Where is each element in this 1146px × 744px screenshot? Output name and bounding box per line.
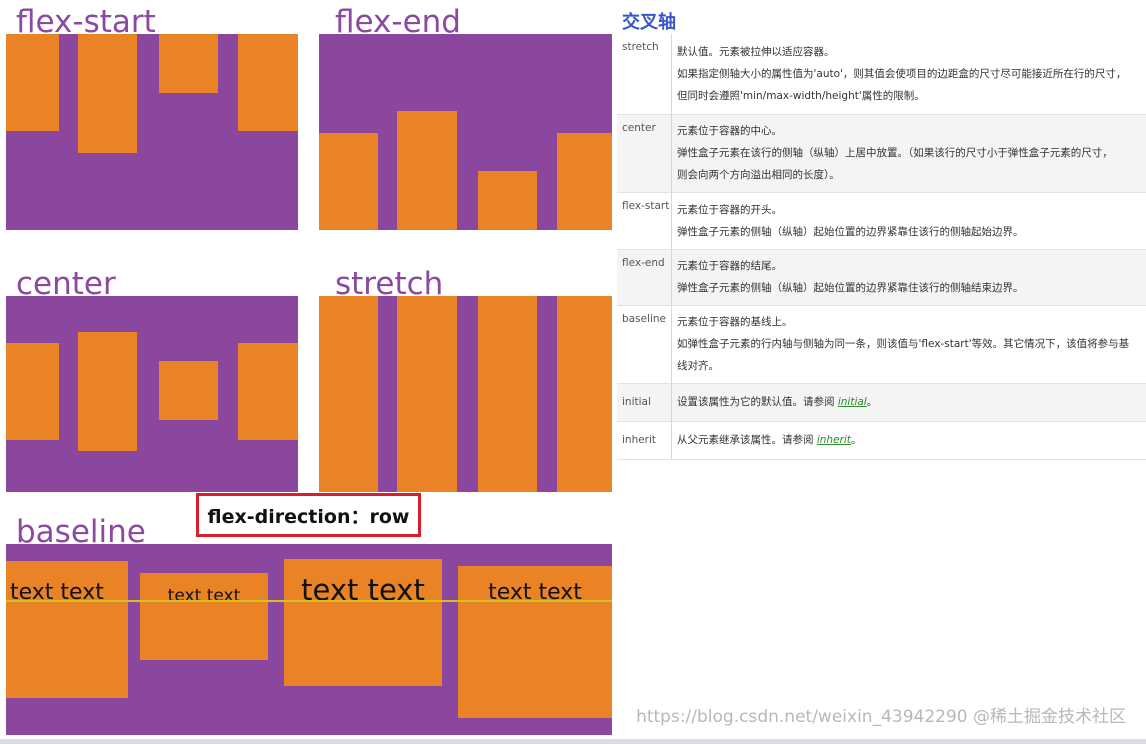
flex-item xyxy=(78,34,137,153)
baseline-label: baseline xyxy=(16,514,146,550)
value-cell: inherit xyxy=(617,421,672,459)
description-line: 弹性盒子元素的侧轴（纵轴）起始位置的边界紧靠住该行的侧轴起始边界。 xyxy=(677,225,1024,238)
flex-item xyxy=(557,133,612,230)
flex-item xyxy=(6,34,59,131)
table-row: inherit 从父元素继承该属性。请参阅 inherit。 xyxy=(617,421,1146,459)
description-line: 弹性盒子元素在该行的侧轴（纵轴）上居中放置。（如果该行的尺寸小于弹性盒子元素的尺… xyxy=(677,147,1113,159)
table-row: baseline 元素位于容器的基线上。 如弹性盒子元素的行内轴与侧轴为同一条，… xyxy=(617,305,1146,383)
description-cell: 从父元素继承该属性。请参阅 inherit。 xyxy=(672,421,1146,459)
description-cell: 默认值。元素被拉伸以适应容器。 如果指定侧轴大小的属性值为'auto'，则其值会… xyxy=(672,34,1146,114)
flex-item: text text xyxy=(6,561,128,698)
baseline-line xyxy=(6,600,612,602)
value-cell: flex-end xyxy=(617,249,672,305)
flex-item xyxy=(478,296,537,492)
flex-item: text text xyxy=(458,566,612,718)
flex-end-demo xyxy=(319,34,612,230)
description-cell: 元素位于容器的基线上。 如弹性盒子元素的行内轴与侧轴为同一条，则该值与'flex… xyxy=(672,305,1146,383)
description-line: 则会向两个方向溢出相同的长度）。 xyxy=(677,169,840,181)
value-cell: flex-start xyxy=(617,192,672,249)
description-line: 元素位于容器的开头。 xyxy=(677,203,782,216)
flex-direction-annotation: flex-direction：row xyxy=(196,493,421,537)
flex-start-label: flex-start xyxy=(16,4,156,40)
annotation-text: flex-direction：row xyxy=(207,505,410,528)
stretch-demo xyxy=(319,296,612,492)
center-demo xyxy=(6,296,298,492)
description-line: 如弹性盒子元素的行内轴与侧轴为同一条，则该值与'flex-start'等效。其它… xyxy=(677,338,1130,350)
watermark: https://blog.csdn.net/weixin_43942290 @稀… xyxy=(636,707,1126,727)
bottom-strip xyxy=(0,739,1146,744)
value-cell: stretch xyxy=(617,34,672,114)
flex-item xyxy=(397,296,457,492)
description-line: 弹性盒子元素的侧轴（纵轴）起始位置的边界紧靠住该行的侧轴结束边界。 xyxy=(677,282,1024,294)
description-text: 。 xyxy=(850,434,862,446)
flex-item xyxy=(238,343,298,440)
flex-item xyxy=(6,343,59,440)
value-cell: center xyxy=(617,114,672,192)
description-line: 如果指定侧轴大小的属性值为'auto'，则其值会使项目的边距盒的尺寸尽可能接近所… xyxy=(677,67,1127,80)
baseline-demo: text text text text text text text text xyxy=(6,544,612,735)
flex-end-label: flex-end xyxy=(335,4,461,40)
description-line: 元素位于容器的结尾。 xyxy=(677,260,782,272)
flex-item xyxy=(159,34,218,93)
flex-item xyxy=(478,171,537,230)
table-row: initial 设置该属性为它的默认值。请参阅 initial。 xyxy=(617,383,1146,421)
align-items-table: stretch 默认值。元素被拉伸以适应容器。 如果指定侧轴大小的属性值为'au… xyxy=(617,34,1146,460)
doc-heading: 交叉轴 xyxy=(622,12,676,33)
description-cell: 元素位于容器的结尾。 弹性盒子元素的侧轴（纵轴）起始位置的边界紧靠住该行的侧轴结… xyxy=(672,249,1146,305)
initial-link[interactable]: initial xyxy=(837,396,867,408)
description-line: 默认值。元素被拉伸以适应容器。 xyxy=(677,45,835,58)
description-text: 。 xyxy=(866,396,878,408)
flex-item: text text xyxy=(284,559,442,686)
flex-item: text text xyxy=(140,573,268,660)
stretch-label: stretch xyxy=(335,266,444,302)
flex-item xyxy=(78,332,137,451)
description-cell: 元素位于容器的中心。 弹性盒子元素在该行的侧轴（纵轴）上居中放置。（如果该行的尺… xyxy=(672,114,1146,192)
table-row: center 元素位于容器的中心。 弹性盒子元素在该行的侧轴（纵轴）上居中放置。… xyxy=(617,114,1146,192)
table-row: flex-start 元素位于容器的开头。 弹性盒子元素的侧轴（纵轴）起始位置的… xyxy=(617,192,1146,249)
flex-item xyxy=(238,34,298,131)
flex-item xyxy=(319,296,378,492)
flex-item xyxy=(319,133,378,230)
description-text: 从父元素继承该属性。请参阅 xyxy=(677,434,817,446)
flex-item xyxy=(159,361,218,420)
description-text: 设置该属性为它的默认值。请参阅 xyxy=(677,396,838,408)
flex-item xyxy=(557,296,612,492)
description-line: 元素位于容器的中心。 xyxy=(677,125,782,137)
value-cell: initial xyxy=(617,383,672,421)
description-line: 但同时会遵照'min/max-width/height'属性的限制。 xyxy=(677,89,925,102)
flex-item xyxy=(397,111,457,230)
center-label: center xyxy=(16,266,116,302)
description-line: 元素位于容器的基线上。 xyxy=(677,316,793,328)
inherit-link[interactable]: inherit xyxy=(816,434,851,446)
item-text: text text xyxy=(167,586,241,606)
description-line: 线对齐。 xyxy=(677,360,719,372)
description-cell: 设置该属性为它的默认值。请参阅 initial。 xyxy=(672,383,1146,421)
table-row: stretch 默认值。元素被拉伸以适应容器。 如果指定侧轴大小的属性值为'au… xyxy=(617,34,1146,114)
description-cell: 元素位于容器的开头。 弹性盒子元素的侧轴（纵轴）起始位置的边界紧靠住该行的侧轴起… xyxy=(672,192,1146,249)
table-row: flex-end 元素位于容器的结尾。 弹性盒子元素的侧轴（纵轴）起始位置的边界… xyxy=(617,249,1146,305)
flex-start-demo xyxy=(6,34,298,230)
value-cell: baseline xyxy=(617,305,672,383)
